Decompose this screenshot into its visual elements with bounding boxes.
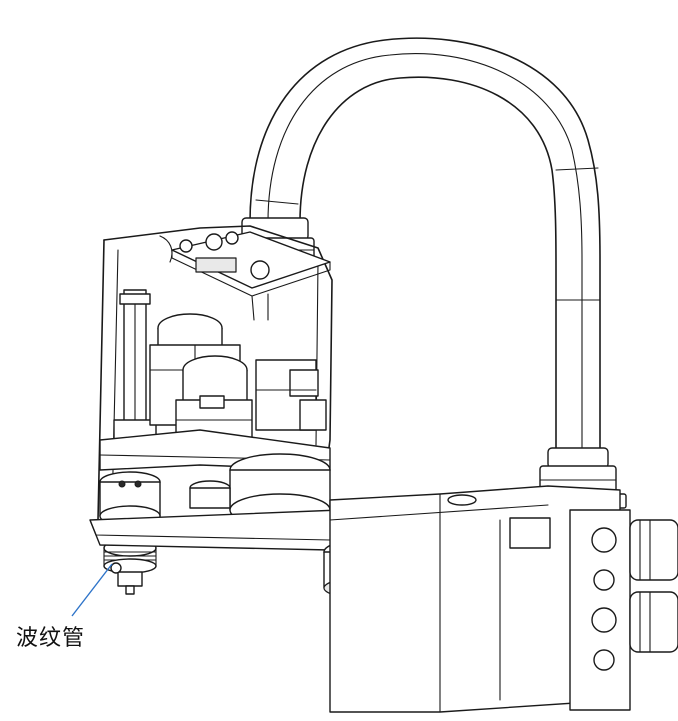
ball-screw-shaft [113, 289, 157, 441]
cable-arch [249, 37, 601, 451]
side-drive [255, 359, 327, 431]
callout-leader-line [71, 563, 113, 617]
bellows-assembly [99, 471, 161, 595]
control-board [171, 231, 331, 321]
base-connector-panel [569, 509, 678, 711]
bellows-callout-label: 波纹管 [16, 626, 86, 651]
